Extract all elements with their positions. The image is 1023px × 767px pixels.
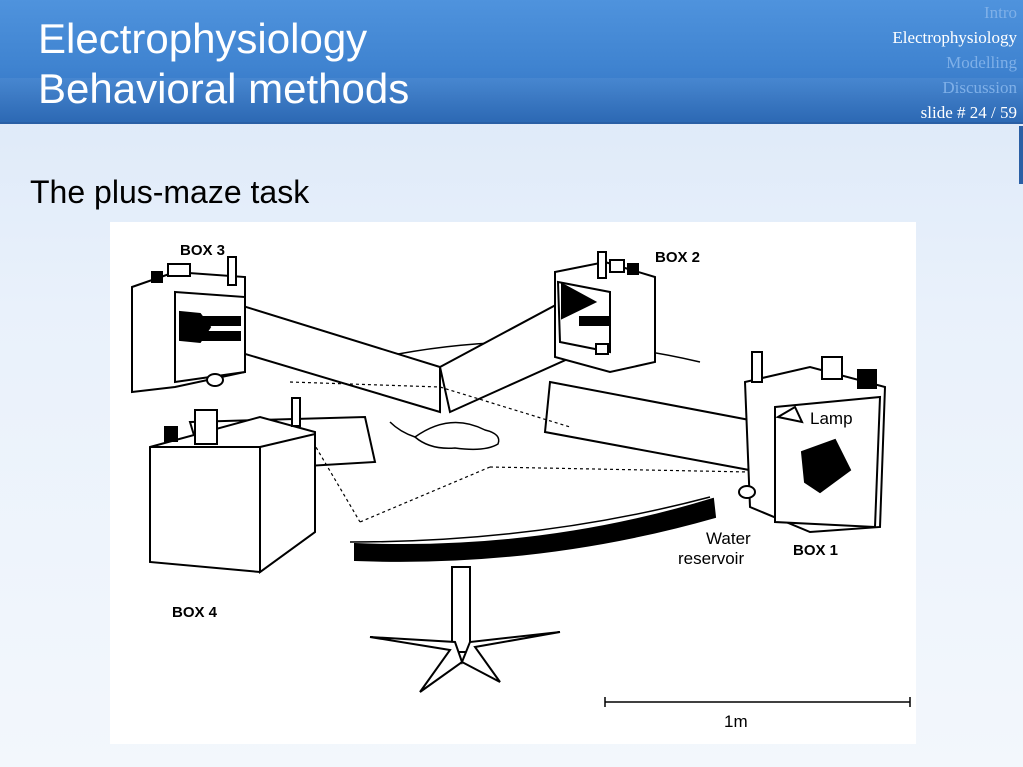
label-scale: 1m <box>724 712 748 731</box>
nav-item-electrophysiology[interactable]: Electrophysiology <box>892 28 1017 47</box>
label-lamp: Lamp <box>810 409 853 428</box>
label-box-1: BOX 1 <box>793 542 838 559</box>
label-water: Water <box>706 529 751 548</box>
section-nav: Intro Electrophysiology Modelling Discus… <box>892 0 1017 125</box>
nav-item-intro[interactable]: Intro <box>983 3 1017 22</box>
label-box-4: BOX 4 <box>172 604 218 621</box>
slide-subtitle: The plus-maze task <box>30 174 310 210</box>
nav-item-modelling[interactable]: Modelling <box>946 53 1017 72</box>
slide-number: slide # 24 / 59 <box>920 103 1017 122</box>
slide-header: Electrophysiology Behavioral methods Int… <box>0 0 1023 124</box>
plus-maze-diagram: BOX 3 BOX 2 BOX 1 BOX 4 Lamp Water reser… <box>131 242 911 731</box>
title-line-2: Behavioral methods <box>38 65 410 112</box>
label-reservoir: reservoir <box>678 549 744 568</box>
plus-maze-figure: BOX 3 BOX 2 BOX 1 BOX 4 Lamp Water reser… <box>110 222 916 744</box>
nav-item-discussion[interactable]: Discussion <box>942 78 1017 97</box>
title-line-1: Electrophysiology <box>38 15 368 62</box>
slide-title: Electrophysiology Behavioral methods <box>38 14 409 114</box>
header-band <box>0 78 1023 122</box>
label-box-2: BOX 2 <box>655 249 700 266</box>
right-edge-accent <box>1019 126 1023 184</box>
label-box-3: BOX 3 <box>180 242 225 259</box>
